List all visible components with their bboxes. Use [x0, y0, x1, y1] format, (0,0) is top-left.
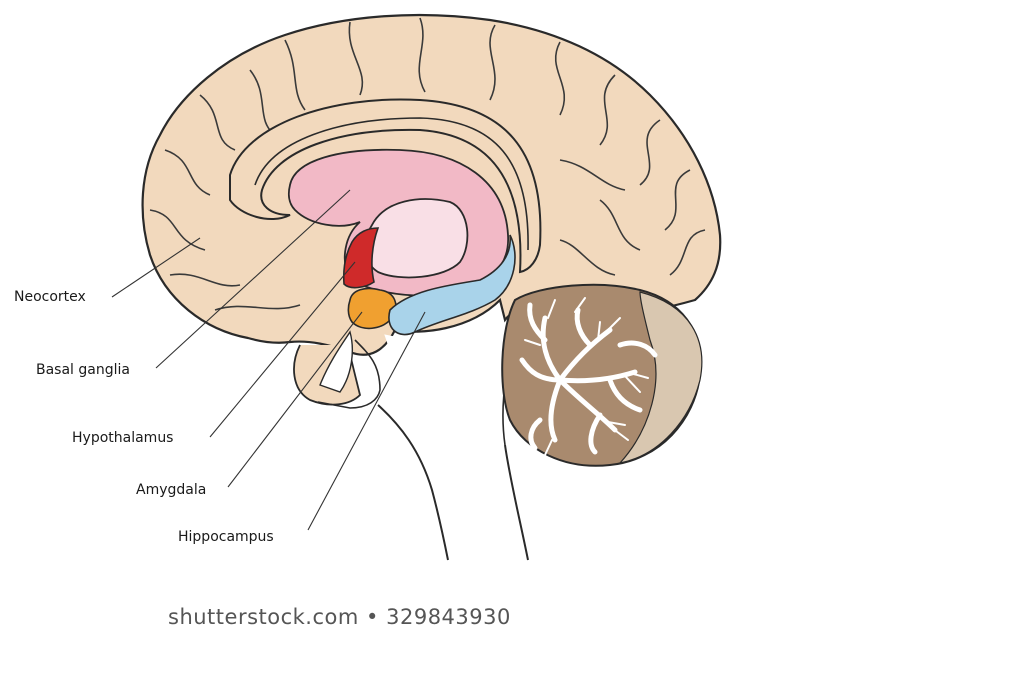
label-basal-ganglia: Basal ganglia — [36, 362, 130, 378]
hypothalamus-shape — [342, 227, 380, 289]
arbor-vitae — [519, 302, 658, 455]
leader-lines — [111, 189, 426, 531]
label-hypothalamus: Hypothalamus — [72, 430, 174, 446]
label-amygdala: Amygdala — [136, 482, 207, 498]
label-neocortex: Neocortex — [14, 289, 86, 305]
sulci-lines — [149, 17, 706, 311]
hippocampus-shape — [388, 234, 516, 336]
watermark-site: shutterstock.com — [168, 605, 359, 629]
label-hippocampus: Hippocampus — [178, 529, 274, 545]
watermark: shutterstock.com • 329843930 — [168, 605, 511, 629]
cerebellum — [501, 283, 703, 467]
corpus-callosum — [229, 98, 542, 274]
watermark-image-number: 329843930 — [386, 605, 511, 629]
watermark-separator: • — [366, 605, 379, 629]
